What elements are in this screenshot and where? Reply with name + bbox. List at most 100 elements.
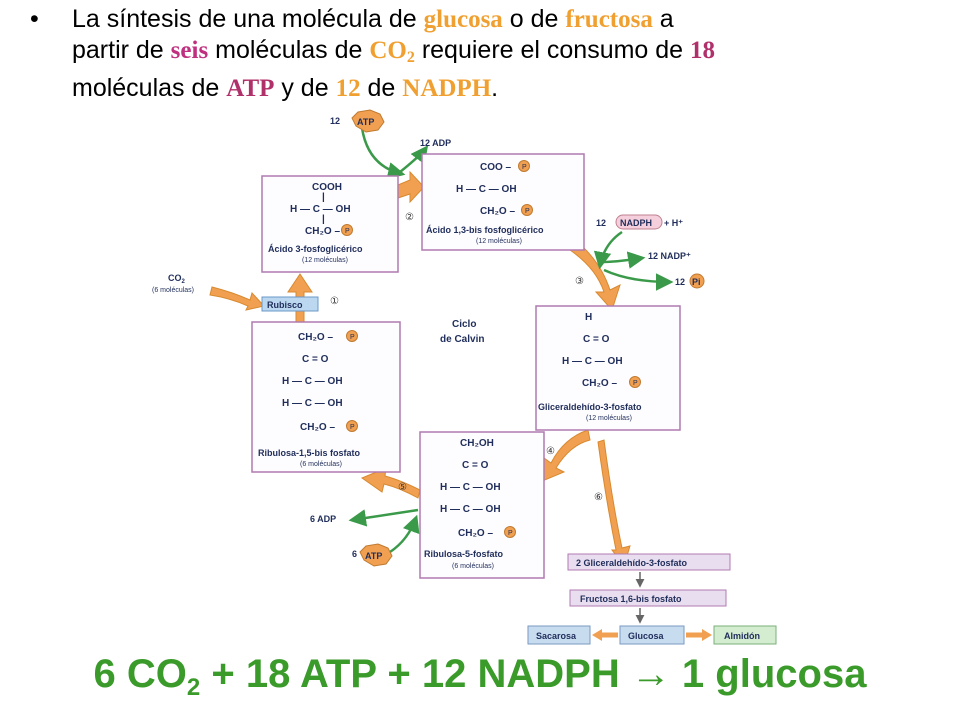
mol-line: CH₂O – xyxy=(480,206,515,217)
co2-input: CO2 (6 moléculas) xyxy=(152,273,194,294)
cycle-arrows xyxy=(209,170,631,568)
mol-line: CH₂O – xyxy=(458,528,493,539)
molecule-name: Gliceraldehído-3-fosfato xyxy=(538,402,642,412)
keyword-18: 18 xyxy=(690,37,716,64)
output-chain: 2 Gliceraldehído-3-fosfato Fructosa 1,6-… xyxy=(527,553,777,645)
keyword-atp: ATP xyxy=(226,75,275,102)
nadph-input: 12 NADPH + H⁺ xyxy=(596,214,683,230)
mol-line: | xyxy=(322,192,325,203)
molecule-name: Ácido 1,3-bis fosfoglicérico xyxy=(426,225,544,235)
mol-line: H — C — OH xyxy=(440,504,501,515)
molecule-count: (12 moléculas) xyxy=(302,257,348,264)
step-5: ⑤ xyxy=(398,482,407,493)
keyword-12: 12 xyxy=(335,75,361,102)
cycle-title-1: Ciclo xyxy=(452,319,476,330)
step-2: ② xyxy=(405,212,414,223)
mol-line: H xyxy=(585,312,592,323)
co2-text: CO xyxy=(369,37,407,64)
mol-line: COO – xyxy=(480,162,512,173)
atp6-count: 6 xyxy=(352,549,357,559)
equation-arrow: → xyxy=(630,652,671,696)
output-sacarosa: Sacarosa xyxy=(536,631,577,641)
mol-line: CH₂O – xyxy=(305,226,340,237)
molecule-count: (12 moléculas) xyxy=(586,415,632,422)
step-numbers: ① ② ③ ④ ⑤ ⑥ xyxy=(330,212,603,503)
box-ribulose-5-phosphate: CH₂OH C = O H — C — OH H — C — OH CH₂O –… xyxy=(419,431,545,579)
text-segment: a xyxy=(652,5,674,33)
atp12-label: ATP xyxy=(357,117,374,127)
box-3-phosphoglyceric-acid: COOH | H — C — OH | CH₂O – P Ácido 3-fos… xyxy=(261,175,399,273)
bullet-paragraph: • La síntesis de una molécula de glucosa… xyxy=(30,4,940,104)
co2-subscript: 2 xyxy=(406,49,415,66)
mol-line: CH₂O – xyxy=(582,378,617,389)
keyword-glucosa: glucosa xyxy=(423,6,503,33)
molecule-count: (12 moléculas) xyxy=(476,238,522,245)
nadph-label: NADPH xyxy=(620,218,652,228)
bullet-line-1: La síntesis de una molécula de glucosa o… xyxy=(40,4,940,35)
bullet-dot: • xyxy=(30,5,39,33)
mol-line: H — C — OH xyxy=(456,184,517,195)
mol-line: C = O xyxy=(583,334,610,345)
overall-equation: 6 CO2 + 18 ATP + 12 NADPH → 1 glucosa xyxy=(0,652,960,702)
output-fructose: Fructosa 1,6-bis fosfato xyxy=(580,594,682,604)
keyword-fructosa: fructosa xyxy=(565,6,653,33)
mol-line: C = O xyxy=(302,354,329,365)
h-plus-label: + H⁺ xyxy=(664,218,683,228)
mol-line: | xyxy=(322,214,325,225)
mol-line: CH₂O – xyxy=(300,422,335,433)
co2-count: (6 moléculas) xyxy=(152,287,194,294)
cofactor-arrows xyxy=(348,127,674,554)
atp6-token: 6 ATP xyxy=(352,543,393,567)
output-g3p: 2 Gliceraldehído-3-fosfato xyxy=(576,558,688,568)
atp12-count: 12 xyxy=(330,116,340,126)
co2-label: CO2 xyxy=(168,273,186,285)
mol-line: COOH xyxy=(312,182,342,193)
molecule-count: (6 moléculas) xyxy=(452,563,494,570)
phosphate-icon: P xyxy=(508,530,513,537)
text-segment: de xyxy=(360,74,403,102)
arrow-ru5p-to-rubp xyxy=(360,467,421,499)
output-almidon: Almidón xyxy=(724,631,760,641)
text-segment: partir de xyxy=(72,36,171,64)
text-segment: moléculas de xyxy=(72,74,227,102)
text-segment: . xyxy=(491,74,499,102)
mol-line: H — C — OH xyxy=(282,398,343,409)
arrow-atp12-to-adp xyxy=(360,127,406,180)
molecule-count: (6 moléculas) xyxy=(300,461,342,468)
output-glucosa: Glucosa xyxy=(628,631,665,641)
phosphate-icon: P xyxy=(522,164,527,171)
box-glyceraldehyde-3-phosphate: H C = O H — C — OH CH₂O – P Gliceraldehí… xyxy=(535,305,681,431)
phosphate-icon: P xyxy=(345,228,350,235)
atp6-label: ATP xyxy=(365,551,382,561)
text-segment: y de xyxy=(274,74,336,102)
atp12-token: 12 ATP xyxy=(330,109,385,133)
arrow-nadph-in xyxy=(593,230,623,270)
cycle-title-2: de Calvin xyxy=(440,334,484,345)
equation-co2: 6 CO xyxy=(93,652,187,696)
step-1: ① xyxy=(330,296,339,307)
molecule-name: Ribulosa-1,5-bis fosfato xyxy=(258,448,361,458)
arrow-13bpg-to-g3p xyxy=(569,239,621,311)
equation-reactants: + 18 ATP + 12 NADPH xyxy=(200,652,631,696)
keyword-seis: seis xyxy=(170,37,209,64)
molecule-name: Ácido 3-fosfoglicérico xyxy=(268,244,363,254)
arrow-adp6 xyxy=(348,508,419,527)
arrow-pi-out xyxy=(603,268,674,291)
phosphate-icon: P xyxy=(525,208,530,215)
arrow-co2-in xyxy=(209,286,265,311)
rubisco-enzyme: Rubisco xyxy=(261,296,319,312)
box-13-bisphosphoglyceric-acid: COO – P H — C — OH CH₂O – P Ácido 1,3-bi… xyxy=(421,153,585,251)
arrow-g3p-out xyxy=(597,439,631,568)
mol-line: H — C — OH xyxy=(562,356,623,367)
text-segment: o de xyxy=(502,5,566,33)
arrow-3pg-to-13bpg xyxy=(397,170,425,204)
nadph-count: 12 xyxy=(596,218,606,228)
step-6: ⑥ xyxy=(594,492,603,503)
pi-count: 12 xyxy=(675,277,685,287)
mol-line: H — C — OH xyxy=(282,376,343,387)
box-ribulose-15-bisphosphate: CH₂O – P C = O H — C — OH H — C — OH CH₂… xyxy=(251,321,401,473)
step-4: ④ xyxy=(546,446,555,457)
phosphate-icon: P xyxy=(350,424,355,431)
pi-output: 12 Pi xyxy=(675,273,705,289)
